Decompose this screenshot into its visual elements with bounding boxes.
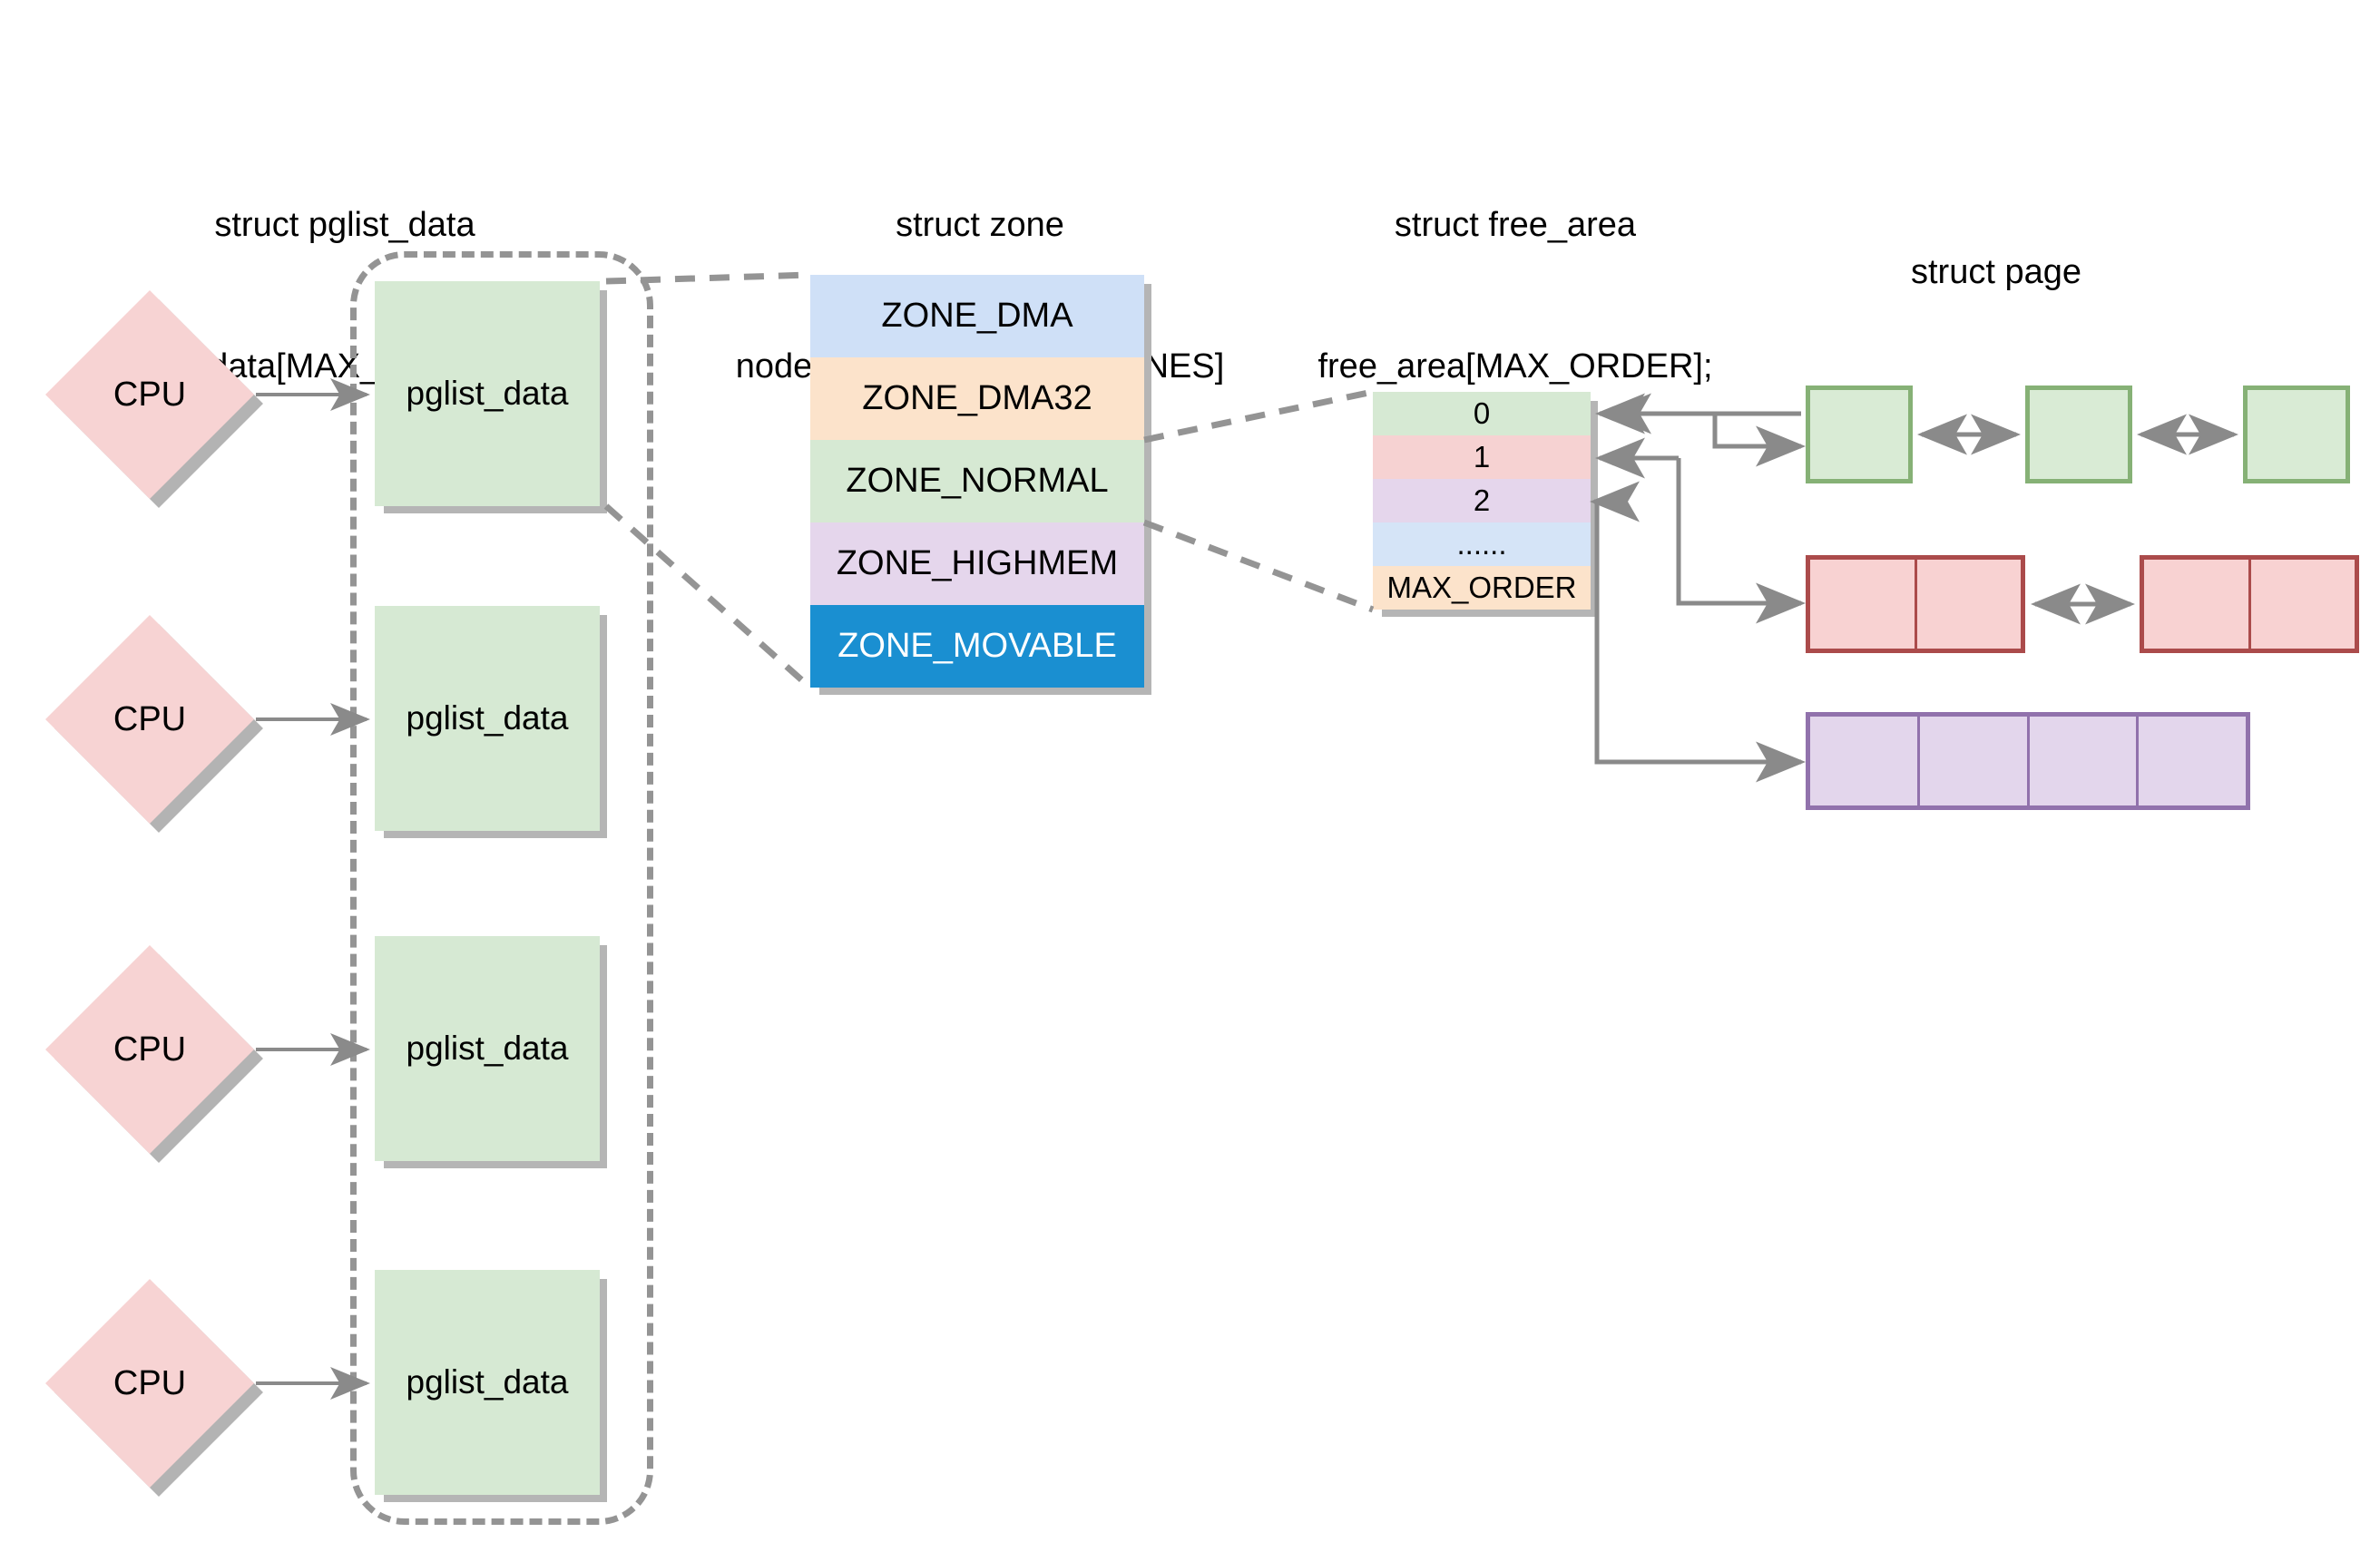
- zone-row-dma: ZONE_DMA: [810, 275, 1144, 357]
- page-cell: [2139, 717, 2246, 805]
- cpu-node-2: CPU: [45, 945, 263, 1163]
- zone-row-dma32: ZONE_DMA32: [810, 357, 1144, 440]
- page-group-order0-a: [1806, 386, 1913, 483]
- free-area-row-order-1: 1: [1373, 435, 1591, 479]
- cpu-node-1: CPU: [45, 615, 263, 833]
- free-area-label: MAX_ORDER: [1386, 571, 1577, 604]
- free-area-label: 0: [1473, 396, 1491, 430]
- zone-label: ZONE_MOVABLE: [837, 627, 1117, 665]
- page-cell: [1920, 717, 2030, 805]
- page-group-order2-a: [1806, 712, 2250, 810]
- zone-label: ZONE_HIGHMEM: [836, 544, 1119, 582]
- page-cell: [2144, 560, 2251, 649]
- cpu-label: CPU: [113, 1030, 187, 1069]
- free-area-row-order-0: 0: [1373, 392, 1591, 435]
- header-pglist-data-line1: struct pglist_data: [214, 206, 475, 244]
- header-free-area-line1: struct free_area: [1394, 206, 1637, 244]
- pglist-data-label: pglist_data: [406, 1030, 569, 1067]
- zone-label: ZONE_NORMAL: [846, 462, 1109, 500]
- header-free-area: struct free_area free_area[MAX_ORDER];: [1270, 107, 1760, 484]
- page-group-order1-b: [2140, 555, 2359, 653]
- page-cell: [2248, 390, 2346, 479]
- page-cell: [1917, 560, 2022, 649]
- header-zone-line1: struct zone: [896, 206, 1064, 244]
- header-free-area-line2: free_area[MAX_ORDER];: [1317, 347, 1713, 386]
- free-area-label: 2: [1473, 483, 1491, 517]
- page-group-order1-a: [1806, 555, 2025, 653]
- page-group-order0-b: [2025, 386, 2132, 483]
- pglist-data-node-3: pglist_data: [375, 1270, 600, 1495]
- zone-row-normal: ZONE_NORMAL: [810, 440, 1144, 522]
- cpu-node-0: CPU: [45, 290, 263, 508]
- free-area-label: 1: [1473, 440, 1491, 473]
- pglist-data-label: pglist_data: [406, 1363, 569, 1401]
- header-struct-page-line1: struct page: [1911, 253, 2081, 291]
- cpu-label: CPU: [113, 1363, 187, 1402]
- cpu-label: CPU: [113, 375, 187, 414]
- cpu-node-3: CPU: [45, 1279, 263, 1497]
- page-cell: [1810, 560, 1917, 649]
- zone-label: ZONE_DMA32: [862, 379, 1092, 417]
- free-area-row-max-order: MAX_ORDER: [1373, 566, 1591, 610]
- page-cell: [2030, 390, 2128, 479]
- free-area-stack: 0 1 2 ...... MAX_ORDER: [1373, 392, 1591, 610]
- free-area-row-ellipsis: ......: [1373, 522, 1591, 566]
- free-area-row-order-2: 2: [1373, 479, 1591, 522]
- pglist-data-node-0: pglist_data: [375, 281, 600, 506]
- zone-row-highmem: ZONE_HIGHMEM: [810, 522, 1144, 605]
- page-cell: [1810, 390, 1908, 479]
- pglist-data-node-2: pglist_data: [375, 936, 600, 1161]
- link-freearea-to-order2-page: [1594, 502, 1806, 783]
- zone-label: ZONE_DMA: [881, 297, 1073, 335]
- page-cell: [2251, 560, 2356, 649]
- cpu-label: CPU: [113, 699, 187, 738]
- pglist-data-node-1: pglist_data: [375, 606, 600, 831]
- page-cell: [1810, 717, 1920, 805]
- free-area-label: ......: [1456, 527, 1507, 561]
- expand-line-zone-to-freearea-bottom: [1142, 519, 1375, 613]
- pglist-data-label: pglist_data: [406, 375, 569, 412]
- node-data-array-container: [350, 251, 653, 1525]
- page-group-order0-c: [2243, 386, 2350, 483]
- page-cell: [2030, 717, 2140, 805]
- pglist-data-label: pglist_data: [406, 699, 569, 737]
- zone-row-movable: ZONE_MOVABLE: [810, 605, 1144, 688]
- header-struct-page: struct page: [1797, 154, 2196, 390]
- node-zones-stack: ZONE_DMA ZONE_DMA32 ZONE_NORMAL ZONE_HIG…: [810, 275, 1144, 688]
